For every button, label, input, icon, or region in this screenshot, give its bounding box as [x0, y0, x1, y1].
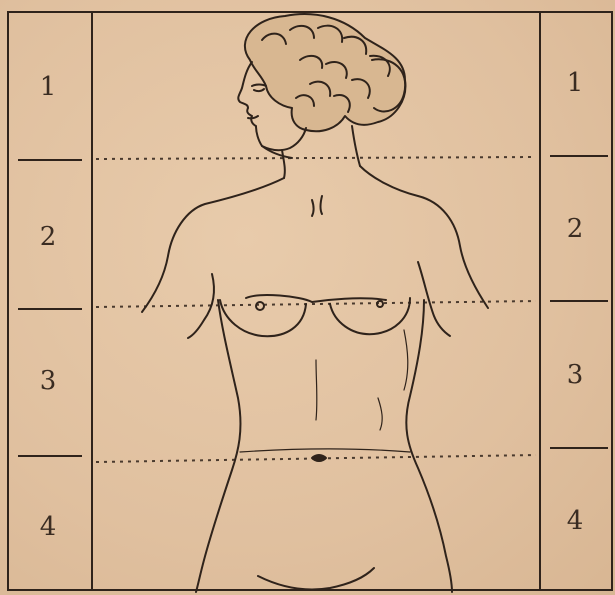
- left-section-number-3: 3: [18, 366, 78, 396]
- dotted-line-shoulders: [96, 157, 536, 159]
- right-section-number-2: 2: [545, 214, 605, 244]
- right-section-number-3: 3: [545, 360, 605, 390]
- left-section-number-1: 1: [18, 72, 78, 102]
- female-torso-figure: [142, 14, 488, 592]
- right-section-number-4: 4: [545, 506, 605, 536]
- right-section-number-1: 1: [545, 68, 605, 98]
- left-section-number-4: 4: [18, 512, 78, 542]
- left-section-number-2: 2: [18, 222, 78, 252]
